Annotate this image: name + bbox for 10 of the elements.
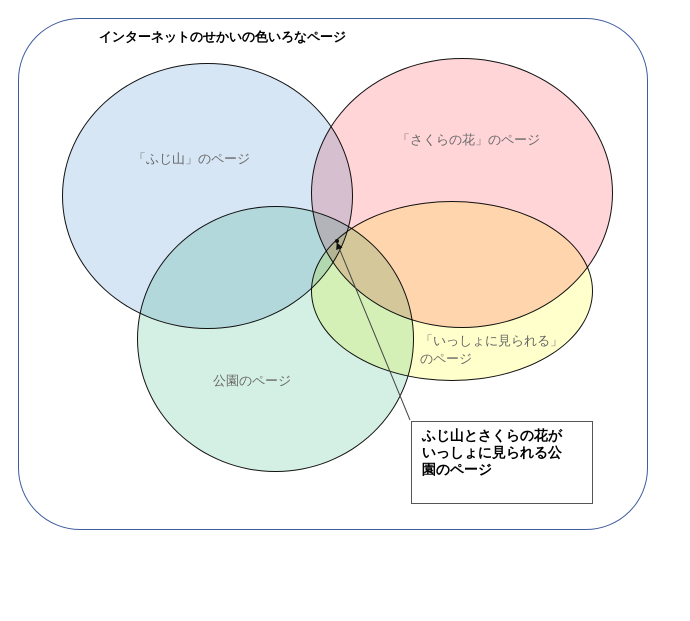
- callout-box: [411, 421, 593, 504]
- set-label: 「いっしょに見られる」のページ: [420, 333, 564, 368]
- leader-line: [336, 242, 410, 420]
- set-label: 「ふじ山」のページ: [133, 151, 251, 168]
- target-point: [335, 239, 339, 243]
- group-heading: インターネットのせかいの色いろなページ: [99, 29, 347, 46]
- set-label: 「さくらの花」のページ: [397, 132, 541, 149]
- group-box: [18, 18, 648, 530]
- callout-text: ふじ山とさくらの花がいっしょに見られる公園のページ: [422, 428, 564, 479]
- set-label: 公園のページ: [213, 373, 292, 390]
